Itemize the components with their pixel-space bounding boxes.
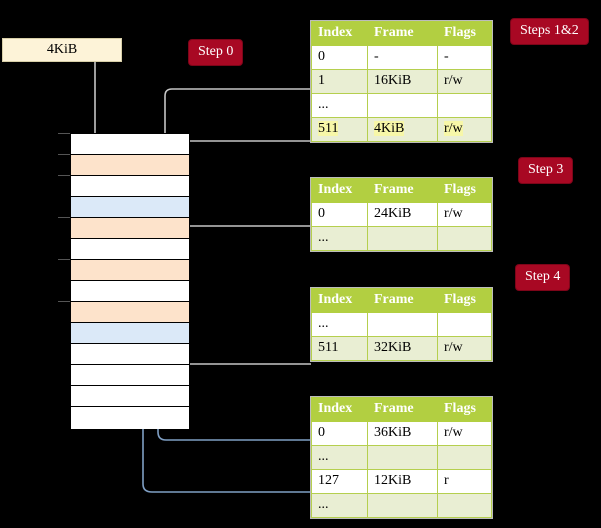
cell-flags (437, 312, 492, 337)
memory-frame-tick (58, 259, 70, 260)
cell-index: ... (311, 493, 368, 518)
memory-frame-row (71, 176, 189, 197)
table-row: ... (311, 445, 492, 470)
table-row: ... (311, 226, 492, 251)
cell-frame (367, 445, 438, 470)
cell-index: 1 (311, 69, 368, 94)
cell-frame (367, 93, 438, 118)
cell-frame (367, 312, 438, 337)
cell-flags: r/w (437, 117, 492, 142)
cell-index: ... (311, 226, 368, 251)
cell-frame: 36KiB (367, 421, 438, 446)
column-header-index: Index (311, 21, 368, 46)
cell-flags: r/w (437, 336, 492, 361)
memory-frame-row (71, 386, 189, 407)
cell-frame: 32KiB (367, 336, 438, 361)
virtual-page-box: 4KiB (2, 38, 122, 62)
memory-frame-row (71, 365, 189, 386)
cell-flags: r/w (437, 421, 492, 446)
cell-flags (437, 445, 492, 470)
wire-l1-24kib (174, 225, 311, 268)
memory-frame-tick (58, 133, 70, 134)
memory-frame-row (71, 407, 189, 429)
column-header-flags: Flags (437, 21, 492, 46)
column-header-index: Index (311, 397, 368, 422)
badge-step-0: Step 0 (189, 40, 243, 65)
cell-index: ... (311, 312, 368, 337)
cell-frame: 16KiB (367, 69, 438, 94)
cell-index: ... (311, 445, 368, 470)
memory-frame-row (71, 323, 189, 344)
cell-frame (367, 493, 438, 518)
memory-frame-row (71, 302, 189, 323)
cell-index: 0 (311, 202, 368, 227)
column-header-frame: Frame (367, 397, 438, 422)
table-row: ... (311, 312, 492, 337)
memory-frame-tick (58, 217, 70, 218)
cell-index: 127 (311, 469, 368, 494)
cell-flags: r/w (437, 202, 492, 227)
table-row: ... (311, 493, 492, 518)
memory-frame-row (71, 134, 189, 155)
table-row: ... (311, 93, 492, 118)
memory-frame-row (71, 197, 189, 218)
cell-frame (367, 226, 438, 251)
badge-step-4: Step 4 (516, 265, 570, 290)
memory-frame-tick (58, 175, 70, 176)
column-header-flags: Flags (437, 397, 492, 422)
memory-frame-row (71, 155, 189, 176)
cell-index: 511 (311, 117, 368, 142)
memory-frame-tick (58, 301, 70, 302)
cell-flags: r (437, 469, 492, 494)
cell-index: 511 (311, 336, 368, 361)
cell-frame: 12KiB (367, 469, 438, 494)
cell-flags: r/w (437, 69, 492, 94)
memory-frame-tick (58, 154, 70, 155)
cell-flags (437, 226, 492, 251)
physical-memory-column (70, 133, 190, 429)
cell-index: 0 (311, 45, 368, 70)
cell-frame: 4KiB (367, 117, 438, 142)
column-header-flags: Flags (437, 288, 492, 313)
column-header-flags: Flags (437, 178, 492, 203)
column-header-frame: Frame (367, 178, 438, 203)
memory-frame-row (71, 281, 189, 302)
column-header-frame: Frame (367, 21, 438, 46)
memory-frame-row (71, 239, 189, 260)
cell-frame: - (367, 45, 438, 70)
badge-step-3: Step 3 (519, 158, 573, 183)
cell-index: 0 (311, 421, 368, 446)
wire-l2-32kib (177, 314, 311, 365)
cell-flags: - (437, 45, 492, 70)
column-header-index: Index (311, 288, 368, 313)
badge-steps-1-2: Steps 1&2 (511, 19, 588, 44)
virtual-page-label: 4KiB (46, 42, 78, 57)
column-header-frame: Frame (367, 288, 438, 313)
cell-index: ... (311, 93, 368, 118)
memory-frame-row (71, 218, 189, 239)
memory-frame-row (71, 260, 189, 281)
table-row: 0-- (311, 45, 492, 70)
column-header-index: Index (311, 178, 368, 203)
cell-flags (437, 93, 492, 118)
cell-flags (437, 493, 492, 518)
memory-frame-row (71, 344, 189, 365)
cell-frame: 24KiB (367, 202, 438, 227)
